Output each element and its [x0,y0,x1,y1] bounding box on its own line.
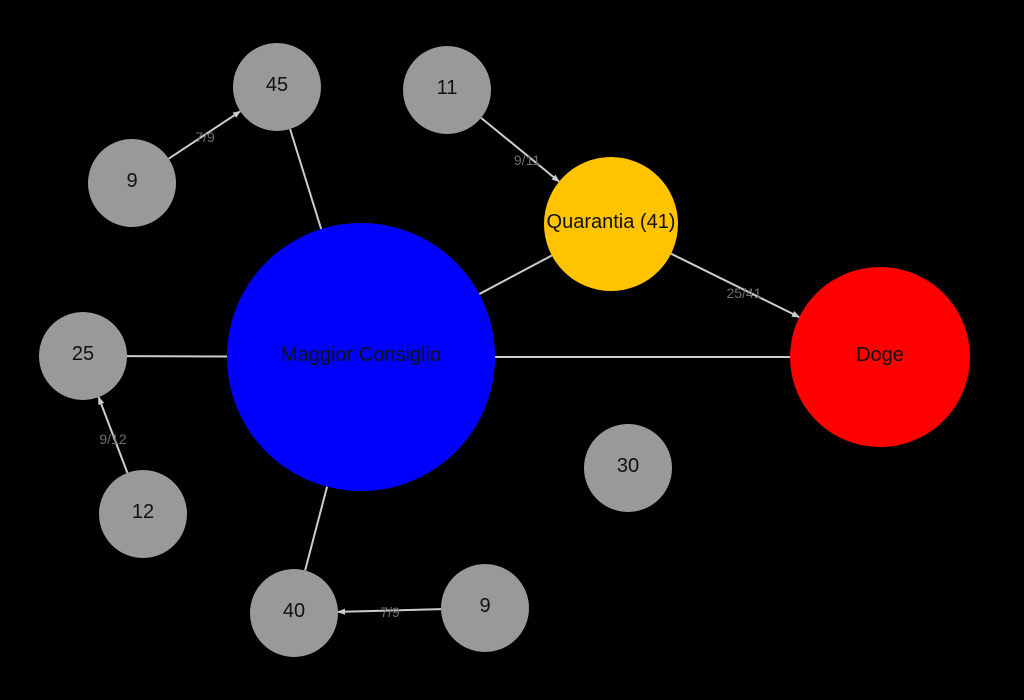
node-maggior: Maggior Consiglio [227,223,495,491]
arrow-n9a-to-n45 [168,110,241,160]
edges-layer [97,110,801,615]
edge-label-n9a-to-n45: 7/9 [195,129,215,145]
node-label-doge: Doge [856,344,904,366]
link-maggior-to-quarantia [478,254,553,295]
edge-labels-layer: 7/9 9/11 25/41 9/12 7/9 [99,129,761,620]
node-n45: 45 [233,43,321,131]
arrow-n9b-to-n40 [337,608,442,615]
link-maggior-to-n40 [304,486,329,571]
node-circle-n25 [39,312,127,400]
node-doge: Doge [790,267,970,447]
arrow-quarantia-to-doge [670,252,801,319]
nodes-layer: Maggior Consiglio Quarantia (41) Doge 45 9 11… [39,43,970,657]
node-n30: 30 [584,424,672,512]
arrow-n11-to-quarantia [480,117,560,183]
node-label-n12: 12 [132,501,154,523]
node-n11: 11 [403,46,491,134]
node-circle-n9b [441,564,529,652]
node-label-maggior: Maggior Consiglio [281,344,441,366]
node-circle-n40 [250,569,338,657]
node-circle-n12 [99,470,187,558]
node-circle-quarantia [544,157,678,291]
node-circle-n30 [584,424,672,512]
node-circle-n45 [233,43,321,131]
node-label-n30: 30 [617,455,639,477]
arrow-n12-to-n25 [97,396,129,474]
edge-label-n11-to-quarantia: 9/11 [514,152,540,168]
node-label-n9a: 9 [126,170,137,192]
node-circle-maggior [227,223,495,491]
node-circle-doge [790,267,970,447]
edge-label-quarantia-to-doge: 25/41 [726,285,761,301]
link-n45-to-maggior [289,128,323,230]
node-n9b: 9 [441,564,529,652]
node-n9a: 9 [88,139,176,227]
edge-label-n9b-to-n40: 7/9 [380,604,400,620]
edge-label-n12-to-n25: 9/12 [99,431,126,447]
node-label-n11: 11 [437,77,458,99]
node-quarantia: Quarantia (41) [544,157,678,291]
node-label-n25: 25 [72,343,94,365]
node-label-n40: 40 [283,600,305,622]
node-label-quarantia: Quarantia (41) [547,211,676,233]
node-circle-n9a [88,139,176,227]
node-label-n9b: 9 [479,595,490,617]
node-n12: 12 [99,470,187,558]
node-circle-n11 [403,46,491,134]
node-n25: 25 [39,312,127,400]
node-label-n45: 45 [266,74,288,96]
node-n40: 40 [250,569,338,657]
